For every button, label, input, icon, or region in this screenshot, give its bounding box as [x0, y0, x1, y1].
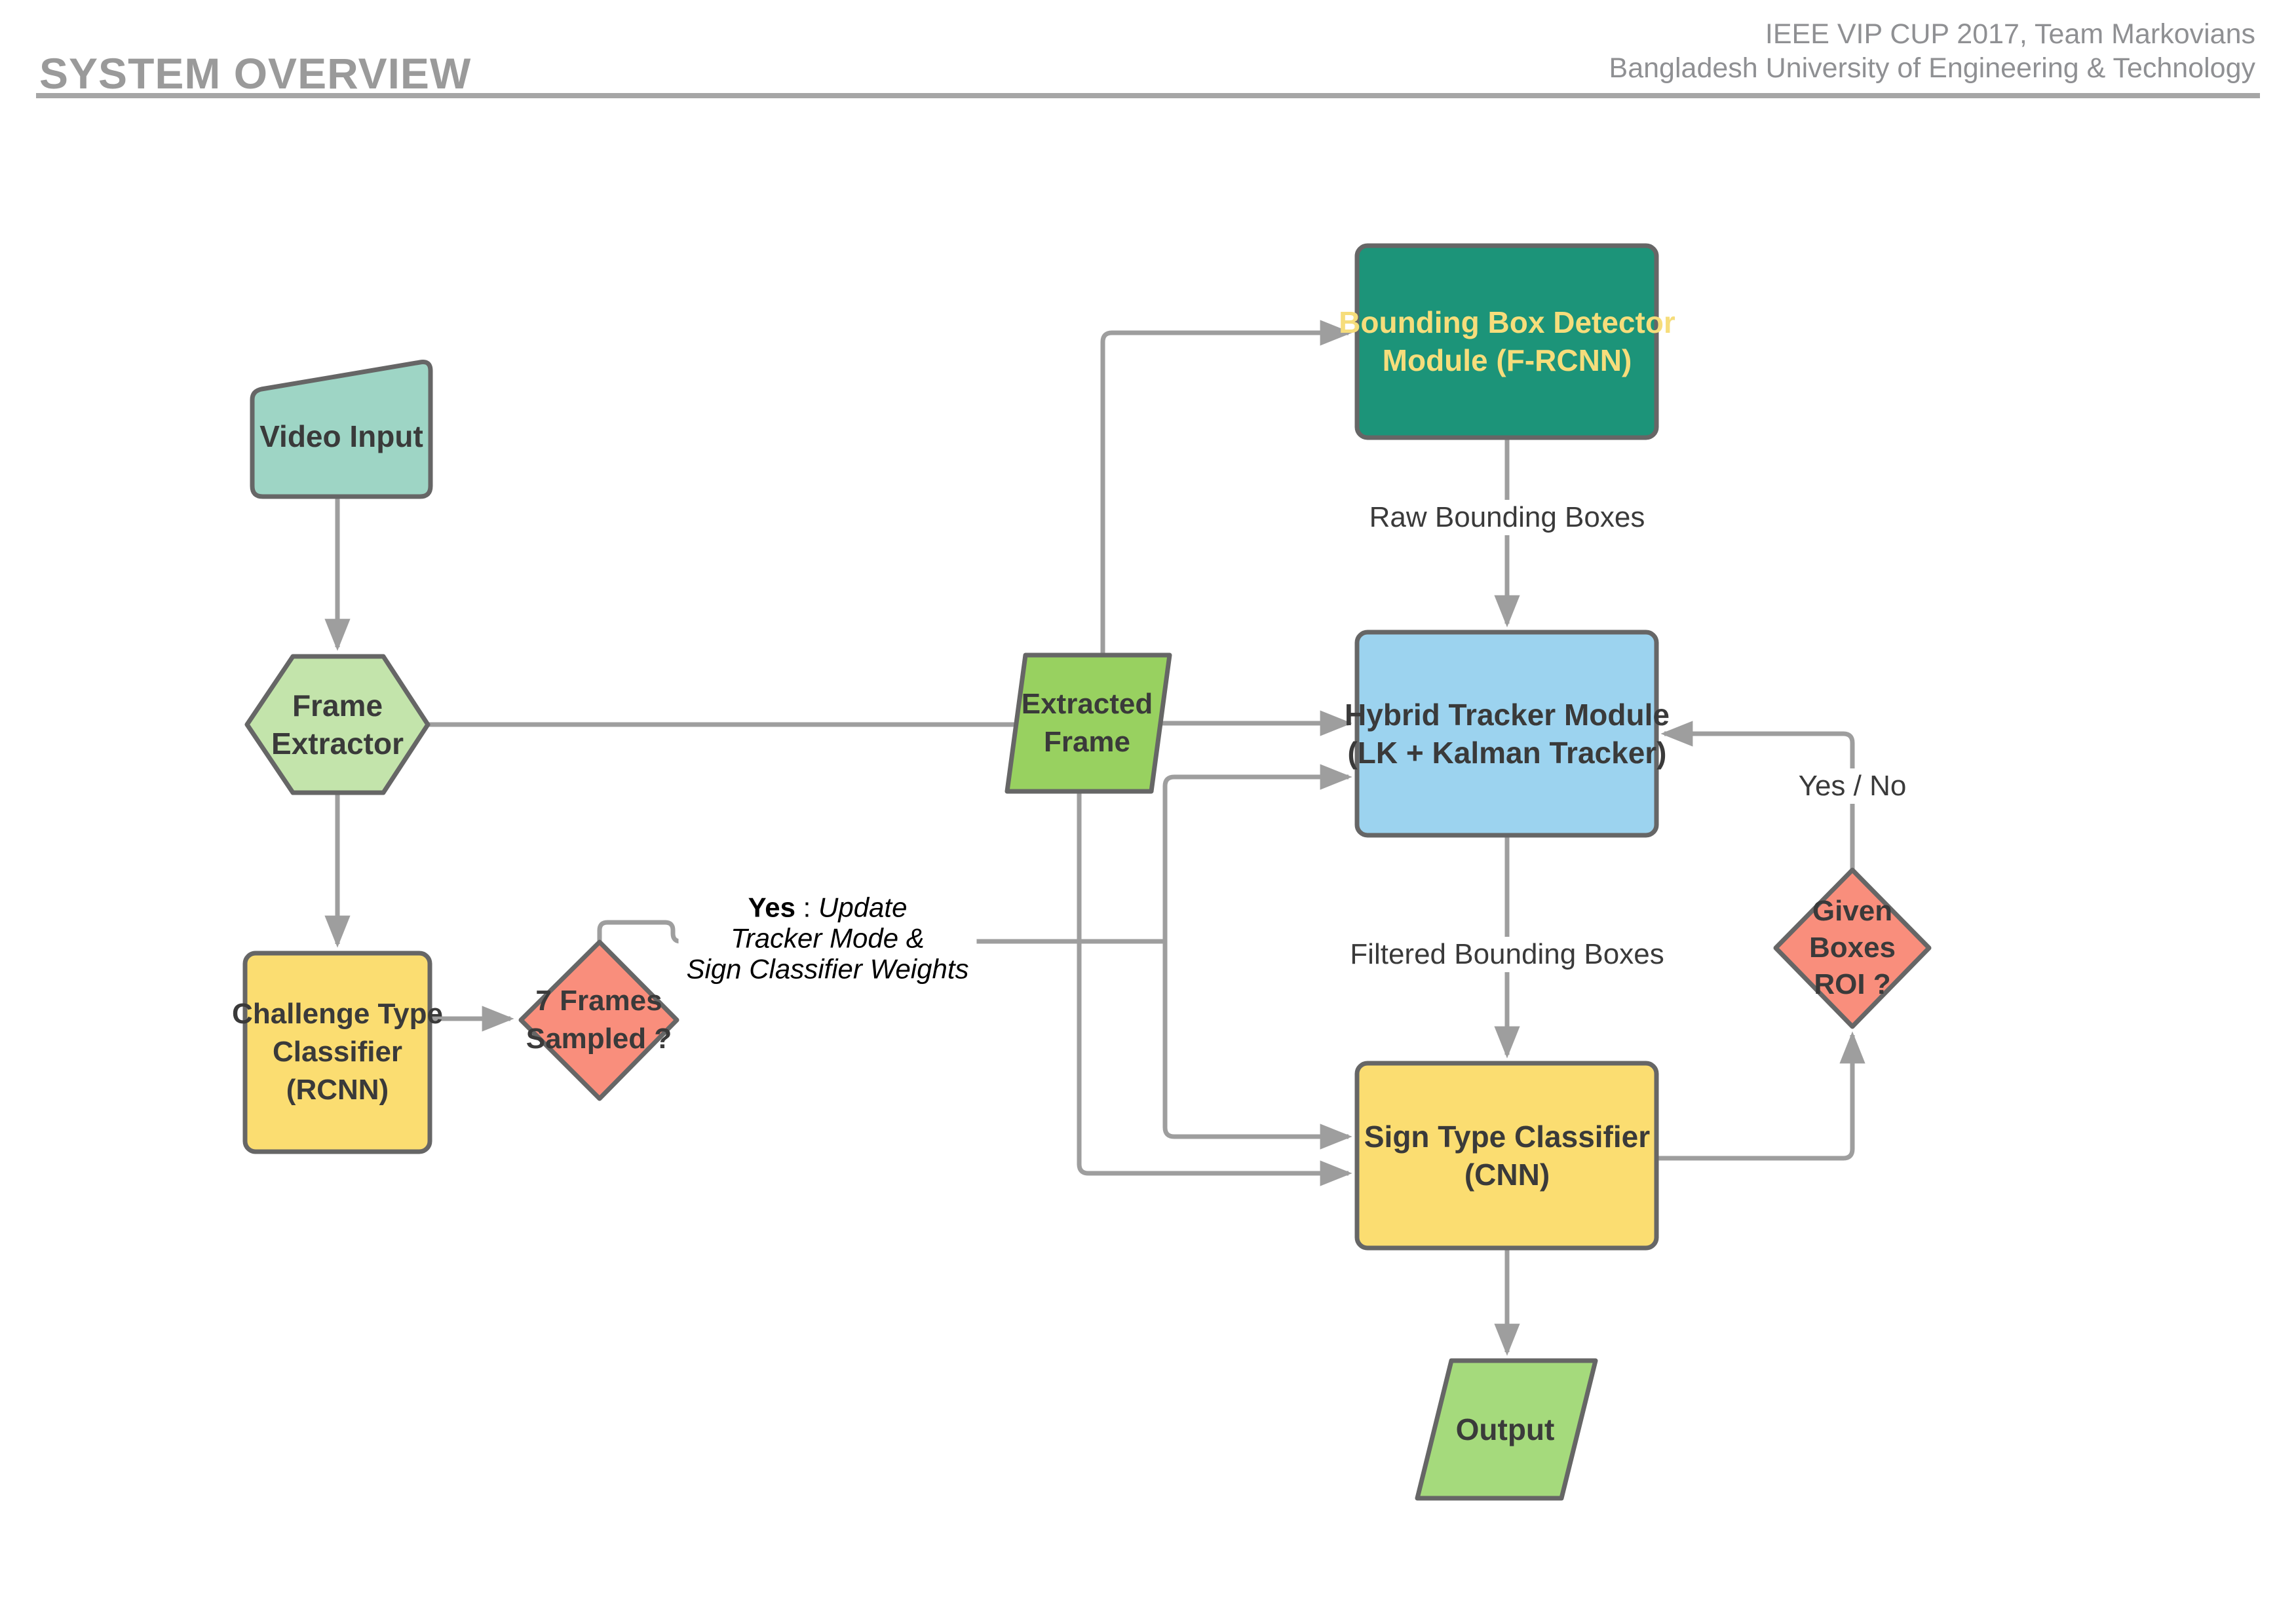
- edge-frames-sampled-yes-branch: [597, 920, 1165, 944]
- affiliation-line-1: IEEE VIP CUP 2017, Team Markovians: [1765, 18, 2255, 50]
- label-yes-update: Yes : Update Tracker Mode & Sign Classif…: [678, 890, 977, 986]
- challenge-classifier-shape: [242, 951, 432, 1154]
- frames-sampled-label: 7 Frames Sampled ?: [526, 985, 672, 1055]
- video-input-label: Video Input: [259, 419, 423, 453]
- edge-classifier-to-roi-diamond: [1656, 1031, 1866, 1161]
- frame-extractor-label: Frame Extractor: [271, 689, 404, 761]
- output-label: Output: [1455, 1412, 1555, 1446]
- bbox-detector-label: Bounding Box Detector Module (F-RCNN): [1339, 305, 1675, 377]
- affiliation-line-2: Bangladesh University of Engineering & T…: [1609, 52, 2255, 84]
- given-boxes-roi-diamond: [1773, 867, 1932, 1029]
- edge-roi-diamond-to-tracker-yes-no: [1660, 721, 1855, 870]
- affiliation-text: IEEE VIP CUP 2017, Team Markovians Bangl…: [1609, 17, 2255, 85]
- extracted-frame-shape: [1004, 652, 1172, 794]
- page-title: SYSTEM OVERVIEW: [39, 49, 472, 98]
- extracted-frame-label: Extracted Frame: [1021, 688, 1153, 758]
- sign-classifier-shape: [1354, 1061, 1659, 1251]
- label-filtered-bounding-boxes: Filtered Bounding Boxes: [1342, 937, 1672, 972]
- edge-yes-branch-to-tracker: [1162, 764, 1352, 941]
- given-boxes-roi-label: Given Boxes ROI ?: [1808, 895, 1896, 1000]
- header-divider: [36, 93, 2260, 98]
- edge-extracted-frame-to-bbox-detector: [1100, 320, 1352, 658]
- label-yes-no: Yes / No: [1790, 768, 1915, 804]
- frame-extractor-shape: [244, 654, 430, 795]
- hybrid-tracker-shape: [1354, 630, 1659, 838]
- sign-classifier-label: Sign Type Classifier (CNN): [1364, 1120, 1651, 1192]
- video-input-shape: [250, 360, 433, 499]
- edge-yes-branch-to-classifier: [1162, 941, 1352, 1150]
- hybrid-tracker-label: Hybrid Tracker Module (LK + Kalman Track…: [1345, 698, 1670, 770]
- edge-extracted-frame-to-classifier: [1077, 790, 1352, 1186]
- challenge-classifier-label: Challenge Type Classifier (RCNN): [232, 998, 443, 1106]
- frames-sampled-diamond: [518, 939, 679, 1101]
- output-shape: [1415, 1358, 1598, 1501]
- label-raw-bounding-boxes: Raw Bounding Boxes: [1361, 500, 1653, 535]
- bbox-detector-shape: [1354, 243, 1659, 440]
